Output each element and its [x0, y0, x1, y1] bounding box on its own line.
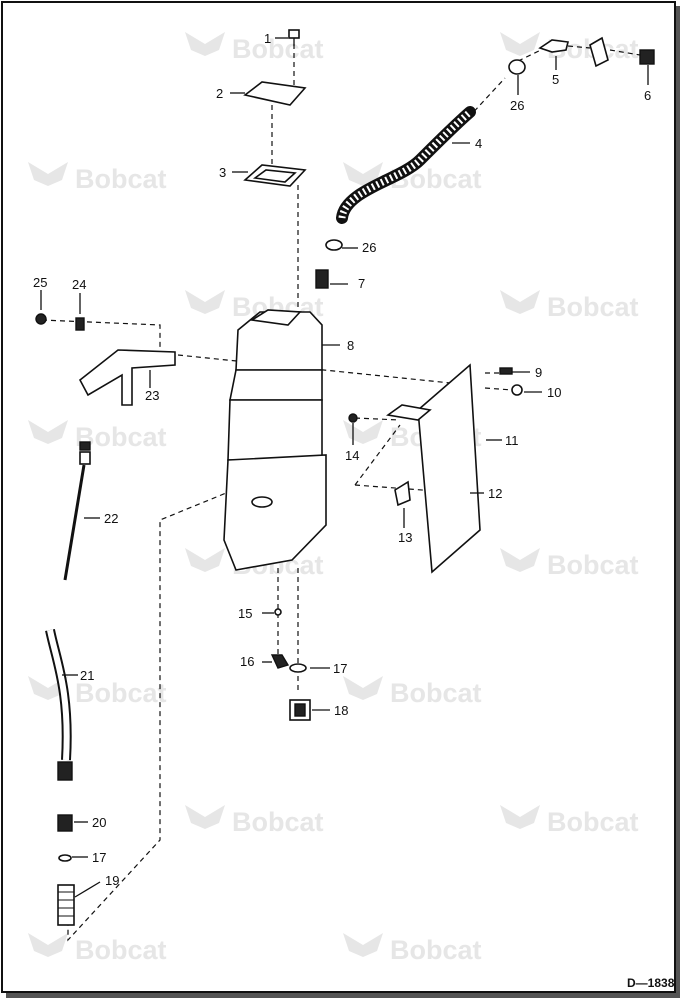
callout-21: 21 [80, 668, 94, 683]
callout-26-lower: 26 [362, 240, 376, 255]
part-clip [394, 480, 411, 507]
part-o-ring-17 [58, 663, 307, 862]
part-valve [289, 699, 311, 721]
callout-17-lower: 17 [92, 850, 106, 865]
watermark-text: Bobcat [232, 807, 324, 837]
callout-17: 17 [333, 661, 347, 676]
callout-26-upper: 26 [510, 98, 524, 113]
watermark-text: Bobcat [75, 935, 167, 965]
part-fuel-tank [223, 309, 327, 571]
callout-1: 1 [264, 31, 271, 46]
callout-labels: 1 2 3 4 5 6 7 8 9 10 11 12 13 14 15 16 1… [33, 31, 651, 888]
callout-8: 8 [347, 338, 354, 353]
callout-19: 19 [105, 873, 119, 888]
watermark-logo: Bobcat [500, 548, 639, 580]
callout-13: 13 [398, 530, 412, 545]
watermark-text: Bobcat [547, 550, 639, 580]
callout-4: 4 [475, 136, 482, 151]
part-breather-cap [589, 36, 655, 68]
callout-18: 18 [334, 703, 348, 718]
callout-5: 5 [552, 72, 559, 87]
callout-16: 16 [240, 654, 254, 669]
watermark-text: Bobcat [75, 678, 167, 708]
callout-10: 10 [547, 385, 561, 400]
watermark-logo: Bobcat [28, 933, 167, 965]
callout-15: 15 [238, 606, 252, 621]
part-sender-rod [63, 441, 91, 581]
drawing-reference: D—1838 [627, 976, 675, 990]
part-hose [336, 106, 476, 224]
watermark-text: Bobcat [75, 164, 167, 194]
part-strainer [57, 884, 75, 926]
callout-22: 22 [104, 511, 118, 526]
part-gasket [243, 164, 307, 187]
callout-14: 14 [345, 448, 359, 463]
callout-11: 11 [505, 433, 519, 448]
watermark-logo: Bobcat [185, 32, 324, 64]
callout-6: 6 [644, 88, 651, 103]
part-strap [78, 349, 176, 406]
watermark-text: Bobcat [547, 807, 639, 837]
part-hose-clamp [325, 59, 526, 251]
part-o-ring-15 [274, 608, 282, 616]
watermark-logo: Bobcat [28, 162, 167, 194]
part-bracket-24 [75, 317, 85, 331]
callout-7: 7 [358, 276, 365, 291]
callout-24: 24 [72, 277, 86, 292]
watermark-logo: Bobcat [343, 676, 482, 708]
part-shield-plate [385, 363, 481, 574]
part-nut-25 [35, 313, 47, 325]
callout-2: 2 [216, 86, 223, 101]
watermark-text: Bobcat [547, 292, 639, 322]
callout-3: 3 [219, 165, 226, 180]
watermark-text: Bobcat [390, 935, 482, 965]
part-washer-10 [511, 384, 523, 396]
callout-12: 12 [488, 486, 502, 501]
part-elbow-16 [270, 654, 290, 669]
watermark-text: Bobcat [232, 34, 324, 64]
part-bolt [288, 29, 300, 46]
callout-20: 20 [92, 815, 106, 830]
part-cover-plate [243, 81, 307, 106]
part-fitting [315, 269, 329, 289]
part-bolt-9 [499, 367, 513, 375]
part-elbow-fitting [538, 39, 569, 53]
part-fitting-20 [57, 814, 73, 832]
callout-25: 25 [33, 275, 47, 290]
watermark-logo: Bobcat [343, 933, 482, 965]
watermark-text: Bobcat [390, 678, 482, 708]
leader-lines [40, 37, 649, 898]
callout-9: 9 [535, 365, 542, 380]
part-pickup-tube [45, 629, 73, 781]
watermark-logo: Bobcat [185, 805, 324, 837]
part-nut-14 [348, 413, 358, 423]
watermark-logo: Bobcat [500, 805, 639, 837]
watermark-logo: Bobcat [500, 290, 639, 322]
callout-23: 23 [145, 388, 159, 403]
